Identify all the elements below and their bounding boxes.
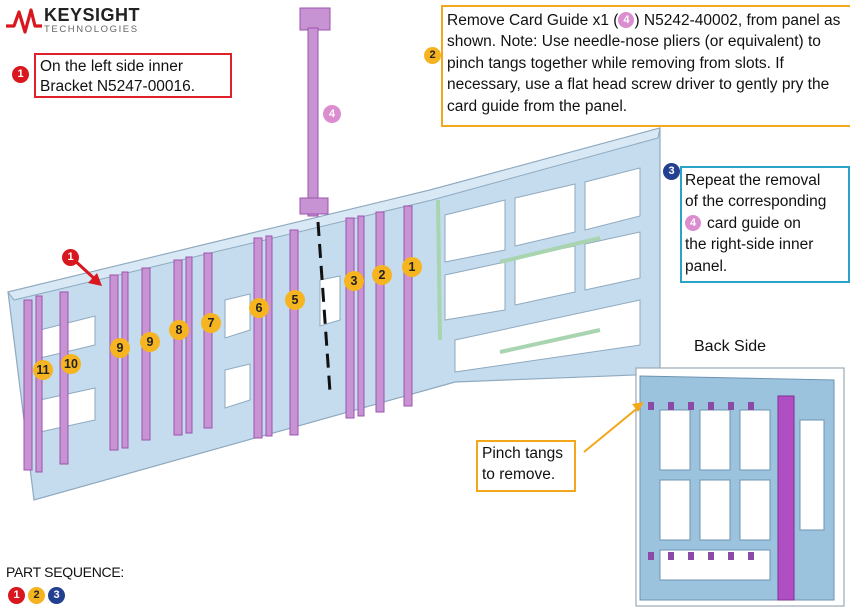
card-guides — [23, 205, 413, 473]
step-2-badge: 2 — [424, 47, 441, 64]
step-1-line1: On the left side inner — [40, 58, 184, 75]
back-side-label: Back Side — [694, 338, 767, 355]
slot-badge-11: 11 — [33, 360, 53, 380]
sequence-step-3: 3 — [48, 587, 65, 604]
brand-subtitle: TECHNOLOGIES — [44, 24, 139, 35]
slot-badge-7: 7 — [201, 313, 221, 333]
pointer-1-badge: 1 — [62, 249, 79, 266]
part-sequence-label: PART SEQUENCE: — [6, 564, 124, 580]
card-guide-5 — [289, 229, 299, 436]
keysight-logo-icon — [6, 8, 42, 34]
step-2-text-rest: panel as shown. Note: Use needle-nose pl… — [447, 12, 841, 115]
slot-badge-2: 2 — [372, 265, 392, 285]
step-3-line3: card guide on — [707, 214, 801, 232]
step-2-text-start: Remove Card Guide x1 ( — [447, 12, 619, 29]
panel-openings — [39, 167, 641, 433]
card-guide-11 — [23, 299, 33, 471]
card-guide-7 — [203, 252, 213, 429]
step-3-line5: panel. — [685, 257, 728, 275]
panel-top-flange — [7, 127, 661, 301]
step-3-line2: of the corresponding — [685, 193, 827, 211]
pinch-line2: to remove. — [482, 465, 556, 483]
panel-green-brackets — [436, 199, 601, 354]
sequence-step-1: 1 — [8, 587, 25, 604]
step-3-badge: 3 — [663, 163, 680, 180]
card-guide-6 — [253, 237, 263, 439]
step-1-callout: On the left side inner Bracket N5247-000… — [34, 53, 232, 98]
pinch-callout: Pinch tangs to remove. — [476, 440, 576, 492]
card-guide-8 — [173, 259, 183, 436]
card-guide-9b — [141, 267, 151, 441]
card-guide-2 — [375, 211, 385, 413]
removed-card-guide — [299, 7, 331, 217]
removal-path-line — [316, 221, 332, 393]
slot-badge-9b: 9 — [140, 332, 160, 352]
sequence-step-2: 2 — [28, 587, 45, 604]
slot-badge-9a: 9 — [110, 338, 130, 358]
card-guide-9a — [109, 274, 119, 451]
card-guide-3 — [345, 217, 355, 419]
back-side-view — [583, 367, 845, 607]
card-guide-10 — [59, 291, 69, 465]
step-3-callout: Repeat the removal of the corresponding … — [680, 166, 850, 283]
slot-badge-6: 6 — [249, 298, 269, 318]
step-2-text-part: ) N5242-40002, from — [634, 12, 778, 29]
slot-badge-5: 5 — [285, 290, 305, 310]
slot-badge-10: 10 — [61, 354, 81, 374]
part-4-badge: 4 — [323, 105, 341, 123]
step-2-callout: Remove Card Guide x1 (4) N5242-40002, fr… — [441, 5, 850, 127]
slot-badge-3: 3 — [344, 271, 364, 291]
card-guide-1 — [403, 205, 413, 407]
part-4-inline-badge-2: 4 — [685, 214, 701, 231]
slot-badge-1: 1 — [402, 257, 422, 277]
step-1-line2: Bracket N5247-00016. — [40, 78, 196, 96]
slot-badge-8: 8 — [169, 320, 189, 340]
step-1-badge: 1 — [12, 66, 29, 83]
step-3-line1: Repeat the removal — [685, 172, 821, 189]
part-4-inline-badge: 4 — [618, 12, 635, 28]
step-3-line4: the right-side inner — [685, 236, 814, 254]
pinch-line1: Pinch tangs — [482, 445, 563, 462]
brand-name: KEYSIGHT — [44, 5, 141, 25]
